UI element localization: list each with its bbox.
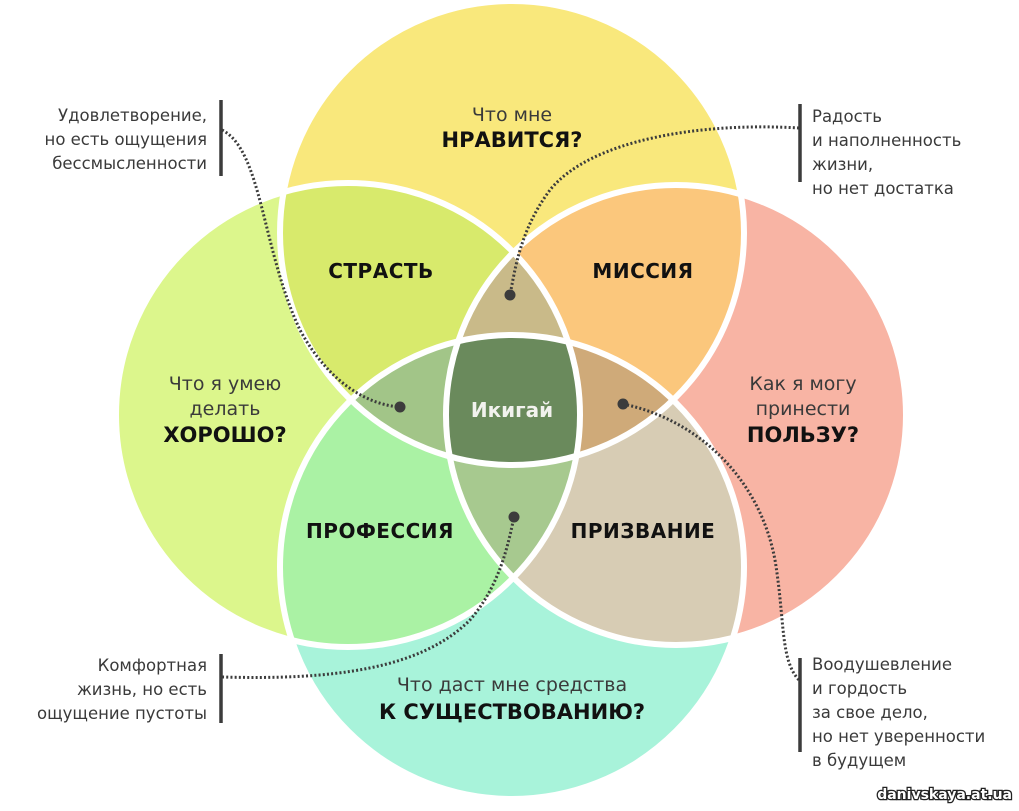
top-question-line1: Что мне: [472, 104, 552, 126]
label-passion: СТРАСТЬ: [328, 259, 434, 283]
note-line: в будущем: [812, 751, 906, 770]
note-line: Воодушевление: [812, 655, 952, 674]
connector-top-right: [504, 104, 802, 301]
left-question-line1: Что я умею: [169, 373, 282, 395]
right-question-line3: ПОЛЬЗУ?: [747, 423, 859, 447]
right-question-line2: принести: [756, 398, 851, 420]
top-question-line2: НРАВИТСЯ?: [442, 128, 583, 152]
note-line: и наполненность: [812, 131, 961, 150]
left-question-line3: ХОРОШО?: [163, 423, 286, 447]
label-profession: ПРОФЕССИЯ: [306, 519, 454, 543]
note-top-left: Удовлетворение, но есть ощущения бессмыс…: [45, 106, 207, 173]
note-top-right: Радость и наполненность жизни, но нет до…: [812, 107, 961, 198]
connector-bottom-left: [219, 511, 520, 723]
note-line: но нет достатка: [812, 179, 954, 198]
connector-top-left: [219, 100, 406, 413]
note-line: бессмысленности: [52, 154, 207, 173]
note-bottom-left: Комфортная жизнь, но есть ощущение пусто…: [37, 656, 207, 723]
note-line: но есть ощущения: [45, 130, 207, 149]
note-line: жизни,: [812, 155, 873, 174]
right-question-line1: Как я могу: [749, 373, 856, 395]
label-vocation: ПРИЗВАНИЕ: [571, 519, 716, 543]
region-profession: [280, 335, 580, 647]
note-line: Удовлетворение,: [58, 106, 207, 125]
note-line: Комфортная: [98, 656, 207, 675]
note-bottom-right: Воодушевление и гордость за свое дело, н…: [812, 655, 985, 770]
label-mission: МИССИЯ: [592, 259, 693, 283]
note-line: ощущение пустоты: [37, 704, 207, 723]
note-line: но нет уверенности: [812, 727, 985, 746]
note-line: за свое дело,: [812, 703, 928, 722]
bottom-question-line1: Что даст мне средства: [397, 674, 627, 696]
note-line: Радость: [812, 107, 882, 126]
bottom-question-line2: К СУЩЕСТВОВАНИЮ?: [379, 700, 645, 724]
note-line: жизнь, но есть: [77, 680, 207, 699]
circle-outlines: [113, 0, 909, 802]
label-ikigai: Икигай: [471, 398, 553, 422]
region-vocation: [446, 335, 744, 645]
note-line: и гордость: [812, 679, 907, 698]
left-question-line2: делать: [190, 398, 261, 420]
connector-bottom-right: [617, 398, 802, 752]
watermark: danivskaya.at.ua: [877, 787, 1012, 803]
